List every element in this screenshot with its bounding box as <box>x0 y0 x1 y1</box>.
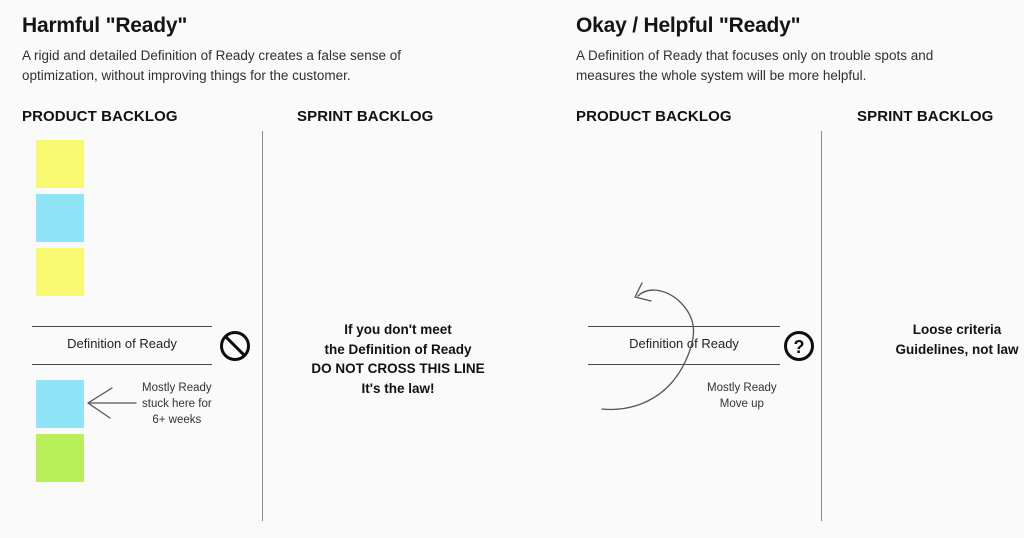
sticky-note-5[interactable] <box>36 434 84 482</box>
definition-of-ready-band: Definition of Ready <box>588 326 780 366</box>
note-callout: Mostly Ready Move up <box>707 381 777 413</box>
question-mark-icon: ? <box>782 329 816 363</box>
sprint-message-line-1: If you don't meet <box>344 322 452 337</box>
definition-of-ready-line-bottom <box>588 364 780 366</box>
definition-of-ready-line-top <box>588 326 780 328</box>
sprint-message-line-4: It's the law! <box>361 380 435 396</box>
definition-of-ready-line-bottom <box>32 364 212 366</box>
definition-of-ready-label: Definition of Ready <box>629 336 739 351</box>
sprint-backlog-message: Loose criteria Guidelines, not law <box>832 320 1024 359</box>
sprint-message-line-2: the Definition of Ready <box>324 341 472 357</box>
definition-of-ready-label: Definition of Ready <box>67 336 177 351</box>
note-callout-line-1: Mostly Ready <box>142 382 212 394</box>
note-callout-line-2: stuck here for <box>142 397 212 410</box>
sprint-message-line-3: DO NOT CROSS THIS LINE <box>311 361 485 377</box>
svg-text:?: ? <box>794 337 805 357</box>
panel-helpful-ready: Okay / Helpful "Ready" A Definition of R… <box>512 0 1024 538</box>
column-header-sprint-backlog: SPRINT BACKLOG <box>297 108 434 125</box>
panel-harmful-ready: Harmful "Ready" A rigid and detailed Def… <box>22 14 485 521</box>
note-callout-line-3: 6+ weeks <box>152 413 202 426</box>
no-entry-icon <box>218 329 252 363</box>
sticky-note-4[interactable] <box>36 380 84 428</box>
panel-title: Harmful "Ready" <box>22 14 188 37</box>
note-callout-line-1: Mostly Ready <box>707 382 777 394</box>
definition-of-ready-line-top <box>32 326 212 328</box>
panel-title: Okay / Helpful "Ready" <box>576 14 801 37</box>
sticky-note-1[interactable] <box>36 140 84 188</box>
sprint-backlog-message: If you don't meet the Definition of Read… <box>273 320 523 398</box>
panel-subtitle: A Definition of Ready that focuses only … <box>576 48 934 83</box>
column-divider <box>821 131 823 521</box>
sprint-message-line-2: Guidelines, not law <box>895 341 1019 357</box>
note-callout-line-2: Move up <box>719 397 764 410</box>
column-header-sprint-backlog: SPRINT BACKLOG <box>857 108 994 125</box>
definition-of-ready-band: Definition of Ready <box>32 326 212 366</box>
sticky-note-3[interactable] <box>36 248 84 296</box>
sticky-note-2[interactable] <box>36 194 84 242</box>
column-header-product-backlog: PRODUCT BACKLOG <box>22 108 178 125</box>
column-header-product-backlog: PRODUCT BACKLOG <box>576 108 732 125</box>
note-callout: Mostly Ready stuck here for 6+ weeks <box>142 381 212 429</box>
column-divider <box>262 131 264 521</box>
panel-subtitle: A rigid and detailed Definition of Ready… <box>22 48 401 83</box>
sprint-message-line-1: Loose criteria <box>912 322 1002 337</box>
